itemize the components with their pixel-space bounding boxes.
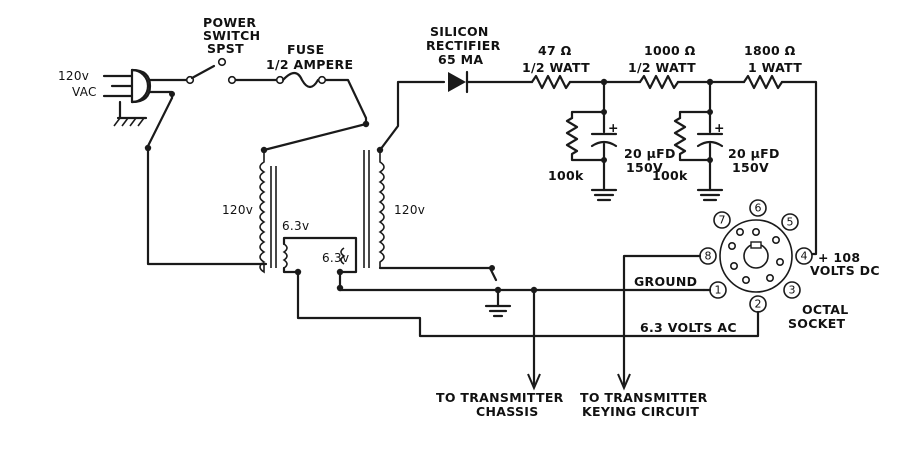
bleeder-resistor-1: [565, 116, 606, 162]
pin-3-label: 3: [789, 284, 796, 297]
chassis-label-1: TO TRANSMITTER: [436, 390, 564, 405]
r2-value-label: 1000 Ω: [644, 43, 696, 58]
pin-5-label: 5: [787, 216, 794, 229]
r1-value-label: 47 Ω: [538, 43, 572, 58]
wire-neutral-a: [148, 90, 174, 100]
keying-label-2: KEYING CIRCUIT: [582, 404, 699, 419]
ground-symbol-c1: [590, 188, 618, 202]
capacitor-c1: [590, 132, 618, 148]
t1-primary-label: 120v: [222, 203, 253, 217]
keying-label-1: TO TRANSMITTER: [580, 390, 708, 405]
resistor-r2: [638, 74, 680, 90]
t2-primary-label: 120v: [394, 203, 425, 217]
c1-plus-label: +: [608, 120, 619, 135]
wire-t1-top: [262, 122, 368, 152]
chassis-label-2: CHASSIS: [476, 404, 539, 419]
ac-plug: [102, 68, 152, 127]
fuse-label-2: 1/2 AMPERE: [266, 57, 353, 72]
bleeder1-label: 100k: [548, 168, 584, 183]
rectifier-label-2: RECTIFIER: [426, 38, 501, 53]
resistor-r1: [530, 74, 572, 90]
ground-line-label: GROUND: [634, 274, 697, 289]
wire-neutral-b: [146, 96, 174, 150]
socket-label-2: SOCKET: [788, 316, 846, 331]
transformer-2: [340, 150, 385, 268]
r2-rating-label: 1/2 WATT: [628, 60, 696, 75]
pin-7-label: 7: [719, 214, 726, 227]
pin-6-label: 6: [755, 202, 762, 215]
r3-value-label: 1800 Ω: [744, 43, 796, 58]
wire-t2-return: [378, 266, 498, 282]
pin-8-label: 8: [705, 250, 712, 263]
fuse: [275, 71, 327, 89]
wire-pin2: [702, 310, 760, 338]
wire-keying: [622, 254, 702, 386]
power-switch-label-2: SWITCH: [203, 28, 260, 43]
power-switch-label-3: SPST: [207, 41, 244, 56]
wire-filament-loop-b: [282, 266, 298, 274]
c1-value-label: 20 μFD: [624, 146, 676, 161]
ground-symbol-c2: [696, 188, 724, 202]
c2-plus-label: +: [714, 120, 725, 135]
capacitor-c2: [696, 132, 724, 148]
ac-input-label-2: VAC: [72, 85, 97, 99]
wire-filament-loop-a: [282, 236, 358, 274]
rectifier-label-3: 65 MA: [438, 52, 483, 67]
ac-input-label-1: 120v: [58, 69, 89, 83]
silicon-rectifier: [448, 70, 469, 94]
r3-rating-label: 1 WATT: [748, 60, 802, 75]
ground-symbol-main: [484, 288, 512, 318]
t2-secondary-label: 6.3v: [322, 251, 349, 265]
wire-neutral-c: [146, 146, 268, 266]
r1-rating-label: 1/2 WATT: [522, 60, 590, 75]
wire-filament-ac: [296, 270, 706, 338]
rectifier-label-1: SILICON: [430, 24, 489, 39]
pin-4-label: 4: [801, 250, 808, 263]
c1-voltage-label: 150V: [626, 160, 663, 175]
socket-pin-labels: 1 2 3 4 5 6 7 8: [699, 199, 813, 313]
resistor-r3: [742, 74, 784, 90]
b-plus-label-2: VOLTS DC: [810, 263, 880, 278]
c2-voltage-label: 150V: [732, 160, 769, 175]
b-plus-label-1: + 108: [818, 250, 860, 265]
t1-secondary-label: 6.3v: [282, 219, 309, 233]
octal-socket: [719, 219, 793, 293]
pin-2-label: 2: [755, 298, 762, 311]
socket-label-1: OCTAL: [802, 302, 849, 317]
c2-value-label: 20 μFD: [728, 146, 780, 161]
transformer-1: [259, 150, 288, 274]
bleeder2-label: 100k: [652, 168, 688, 183]
fuse-label-1: FUSE: [287, 42, 324, 57]
power-switch-label-1: POWER: [203, 15, 256, 30]
bleeder-resistor-2: [673, 116, 712, 162]
filament-line-label: 6.3 VOLTS AC: [640, 320, 737, 335]
wire-fuse-out: [324, 78, 368, 126]
power-switch: [185, 57, 237, 85]
pin-1-label: 1: [715, 284, 722, 297]
wire-hv-out: [378, 80, 446, 152]
